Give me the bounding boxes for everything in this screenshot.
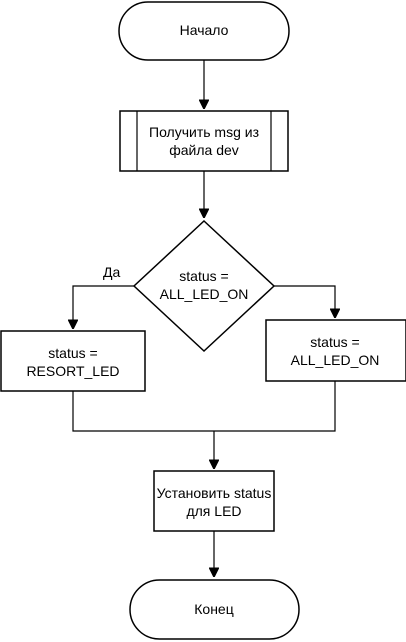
decision-label-line1: status = bbox=[179, 268, 228, 284]
set-status-label-line2: для LED bbox=[186, 503, 241, 519]
start-terminator: Начало bbox=[118, 1, 290, 61]
end-shape bbox=[129, 579, 300, 640]
left-branch-label-line1: status = bbox=[48, 345, 97, 361]
get-msg-label-line1: Получить msg из bbox=[149, 124, 259, 140]
end-terminator: Конец bbox=[129, 579, 300, 640]
arrow-decision-to-right-branch bbox=[274, 285, 335, 317]
right-branch-shape bbox=[265, 319, 406, 382]
decision-diamond: status = ALL_LED_ON bbox=[132, 219, 276, 353]
get-msg-shape bbox=[119, 110, 289, 172]
merge-line bbox=[72, 381, 336, 432]
right-branch-process: status = ALL_LED_ON bbox=[265, 319, 406, 382]
arrow-decision-to-left-branch bbox=[73, 285, 134, 328]
set-status-label-line1: Установить status bbox=[157, 485, 272, 501]
right-branch-label-line1: status = bbox=[310, 334, 359, 350]
left-branch-label-line2: RESORT_LED bbox=[26, 363, 119, 379]
left-branch-process: status = RESORT_LED bbox=[0, 330, 146, 392]
get-msg-process: Получить msg из файла dev bbox=[119, 110, 289, 172]
set-status-process: Установить status для LED bbox=[153, 470, 275, 532]
right-branch-label-line2: ALL_LED_ON bbox=[291, 352, 380, 368]
decision-shape bbox=[132, 219, 276, 353]
left-branch-shape bbox=[0, 330, 146, 392]
set-status-shape bbox=[153, 470, 275, 532]
end-label: Конец bbox=[194, 601, 233, 617]
decision-label-line2: ALL_LED_ON bbox=[160, 286, 249, 302]
start-label: Начало bbox=[180, 22, 229, 38]
get-msg-label-line2: файла dev bbox=[169, 142, 239, 158]
decision-yes-label: Да bbox=[103, 264, 120, 280]
